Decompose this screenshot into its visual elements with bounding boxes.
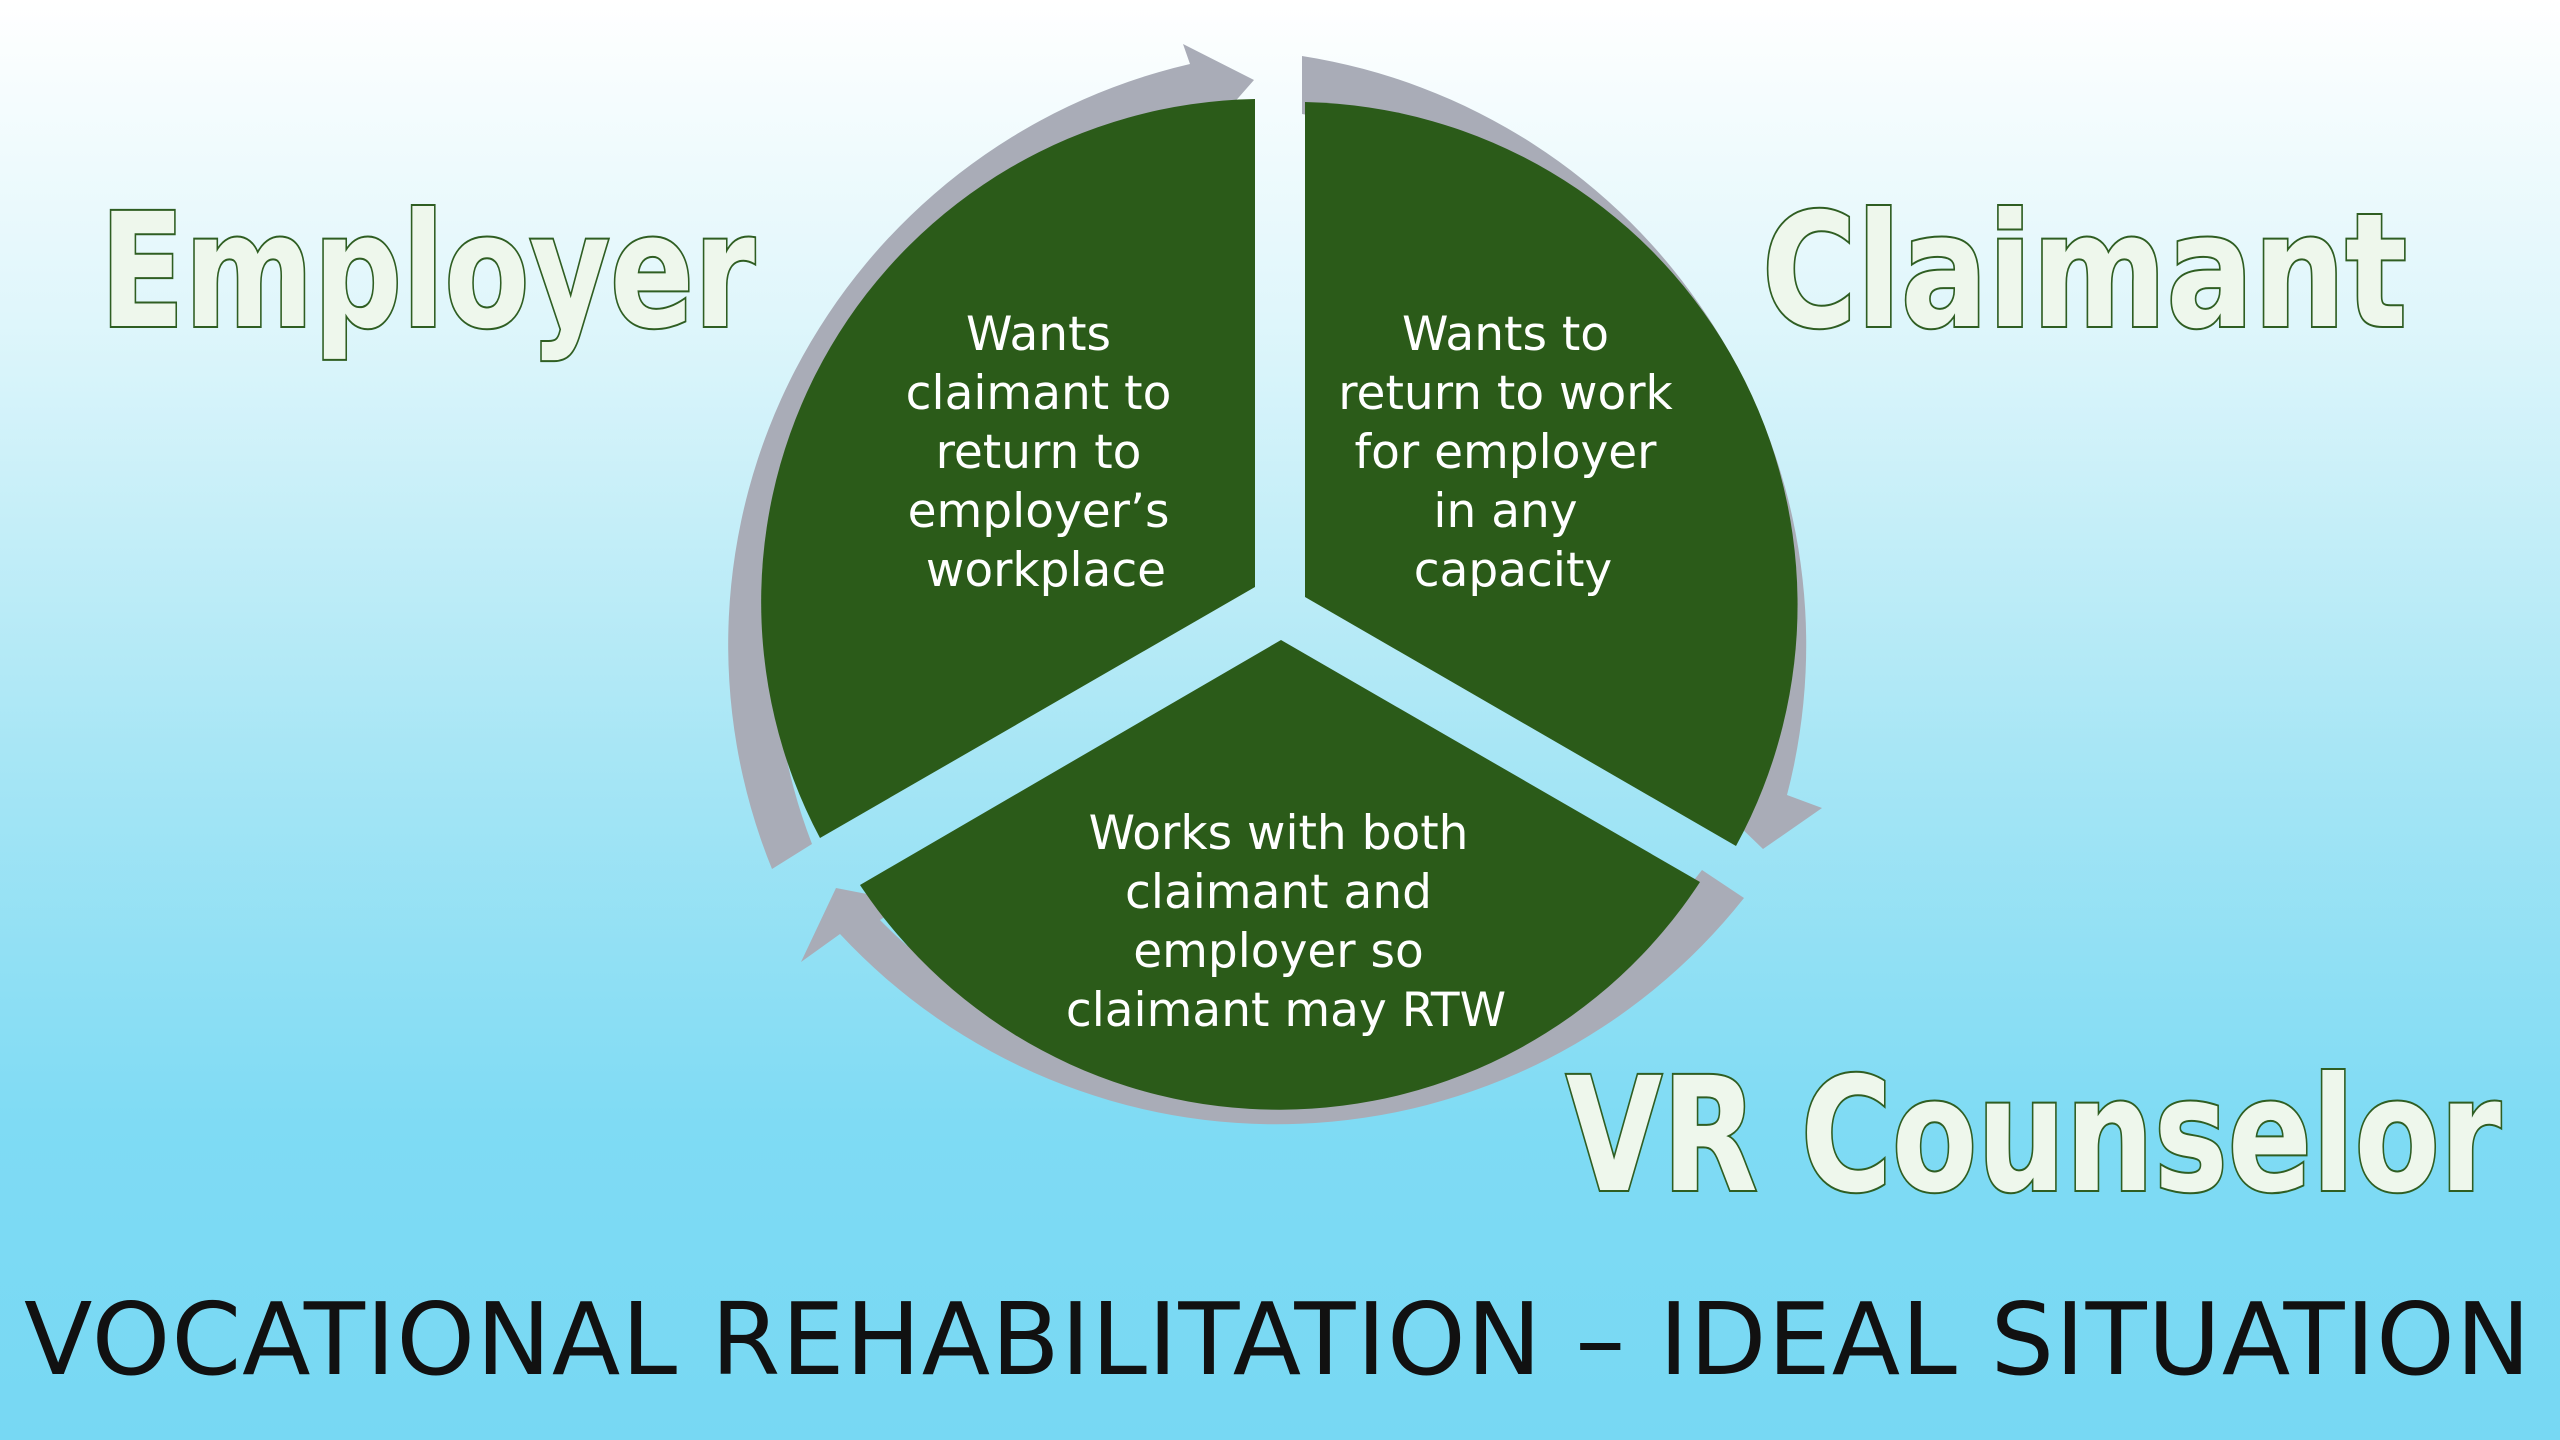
segment-vr-counselor-line: claimant may RTW — [1066, 983, 1506, 1038]
segment-employer-line: return to — [936, 425, 1142, 480]
pie-segments — [761, 99, 1798, 1110]
segment-employer-line: Wants — [966, 307, 1111, 362]
segment-employer-line: claimant to — [906, 366, 1172, 421]
role-label-vr-counselor: VR Counselor — [1566, 1044, 2501, 1228]
segment-claimant-line: return to work — [1338, 366, 1673, 421]
segment-text-vr-counselor: Works with both claimant and employer so… — [1066, 806, 1506, 1038]
segment-claimant — [1305, 102, 1798, 846]
slide-title: VOCATIONAL REHABILITATION – IDEAL SITUAT… — [24, 1281, 2532, 1398]
segment-claimant-line: capacity — [1414, 543, 1612, 598]
segment-vr-counselor-line: employer so — [1133, 924, 1424, 979]
segment-employer-line: workplace — [926, 543, 1166, 598]
arrow-vr-counselor — [801, 870, 1744, 1125]
segment-text-employer: Wants claimant to return to employer’s w… — [906, 307, 1187, 598]
segment-employer-line: employer’s — [908, 484, 1170, 539]
segment-claimant-line: for employer — [1355, 425, 1658, 480]
role-label-employer: Employer — [100, 180, 755, 364]
segment-vr-counselor-line: Works with both — [1089, 806, 1469, 861]
segment-claimant-line: Wants to — [1402, 307, 1609, 362]
segment-text-claimant: Wants to return to work for employer in … — [1338, 307, 1687, 598]
role-label-claimant: Claimant — [1762, 180, 2407, 364]
segment-claimant-line: in any — [1433, 484, 1577, 539]
segment-vr-counselor — [860, 640, 1700, 1110]
segment-employer — [761, 99, 1255, 838]
segment-vr-counselor-line: claimant and — [1125, 865, 1432, 920]
